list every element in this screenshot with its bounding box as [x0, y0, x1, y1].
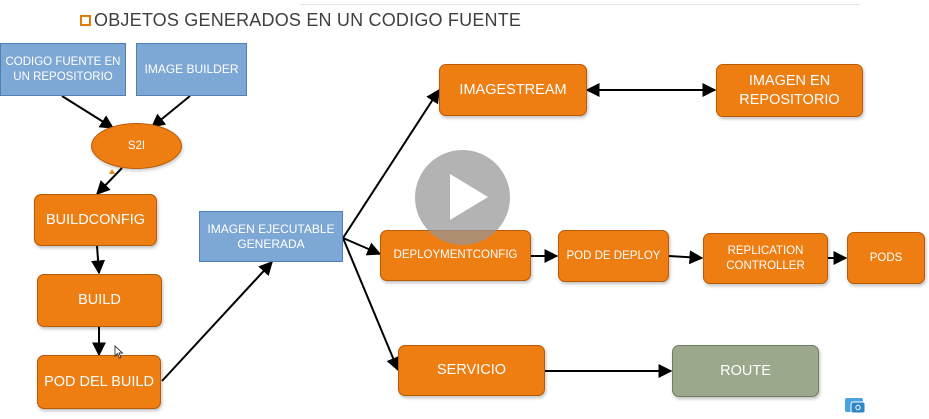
node-deploymentconfig[interactable]: DEPLOYMENTCONFIG: [380, 230, 531, 281]
node-imagen-en-repositorio[interactable]: IMAGEN EN REPOSITORIO: [716, 64, 863, 117]
node-pod-de-deploy-label: POD DE DEPLOY: [566, 249, 661, 262]
window-icon[interactable]: [843, 395, 869, 415]
node-s2i-label: S2I: [127, 139, 146, 152]
node-buildconfig-label: BUILDCONFIG: [45, 211, 146, 228]
node-pod-de-deploy[interactable]: POD DE DEPLOY: [558, 230, 669, 282]
edge-imagen-deploymentconfig: [342, 237, 382, 256]
node-image-builder[interactable]: IMAGE BUILDER: [136, 43, 247, 96]
node-imagestream[interactable]: IMAGESTREAM: [439, 64, 587, 116]
node-pod-del-build-label: POD DEL BUILD: [44, 373, 154, 390]
node-servicio[interactable]: SERVICIO: [398, 345, 545, 396]
node-pod-del-build[interactable]: POD DEL BUILD: [37, 355, 161, 409]
mouse-pointer-icon: [114, 345, 124, 359]
node-route-label: ROUTE: [720, 362, 771, 379]
node-servicio-label: SERVICIO: [436, 362, 507, 379]
node-imagestream-label: IMAGESTREAM: [459, 81, 567, 98]
node-deploymentconfig-label: DEPLOYMENTCONFIG: [393, 249, 518, 262]
top-divider: [300, 4, 860, 5]
edge-s2i-buildconfig: [96, 167, 123, 196]
node-imagen-ejecutable-label: IMAGEN EJECUTABLE GENERADA: [207, 221, 335, 251]
edge-imagen-imagestream: [342, 88, 440, 239]
checkbox-bullet-icon: [80, 15, 91, 26]
node-replication-controller-label: REPLICATION CONTROLLER: [726, 245, 805, 272]
node-image-builder-label: IMAGE BUILDER: [144, 62, 239, 76]
edge-imagen-servicio: [342, 237, 400, 372]
node-pods-label: PODS: [869, 251, 903, 264]
edge-codigo-s2i: [61, 95, 115, 129]
slide-title-text: OBJETOS GENERADOS EN UN CODIGO FUENTE: [94, 10, 522, 30]
node-imagen-ejecutable[interactable]: IMAGEN EJECUTABLE GENERADA: [199, 211, 343, 262]
small-triangle-marker: [109, 169, 115, 174]
node-s2i[interactable]: S2I: [91, 123, 182, 169]
node-imagen-en-repositorio-label: IMAGEN EN REPOSITORIO: [739, 73, 840, 108]
node-build[interactable]: BUILD: [37, 274, 162, 327]
node-route[interactable]: ROUTE: [672, 345, 819, 397]
play-icon[interactable]: [415, 150, 510, 245]
edge-buildconfig-build: [91, 245, 106, 275]
node-replication-controller[interactable]: REPLICATION CONTROLLER: [703, 233, 828, 284]
edge-poddeploy-replication: [668, 250, 704, 265]
edge-podbuild-imagen: [161, 260, 273, 382]
node-codigo-fuente-label: CODIGO FUENTE EN UN REPOSITORIO: [5, 56, 121, 83]
slide-title: OBJETOS GENERADOS EN UN CODIGO FUENTE: [80, 10, 521, 31]
edge-builder-s2i: [150, 95, 191, 128]
node-pods[interactable]: PODS: [847, 232, 925, 284]
node-buildconfig[interactable]: BUILDCONFIG: [34, 194, 157, 246]
node-build-label: BUILD: [78, 292, 121, 309]
node-codigo-fuente[interactable]: CODIGO FUENTE EN UN REPOSITORIO: [0, 43, 126, 96]
play-triangle: [450, 174, 488, 220]
